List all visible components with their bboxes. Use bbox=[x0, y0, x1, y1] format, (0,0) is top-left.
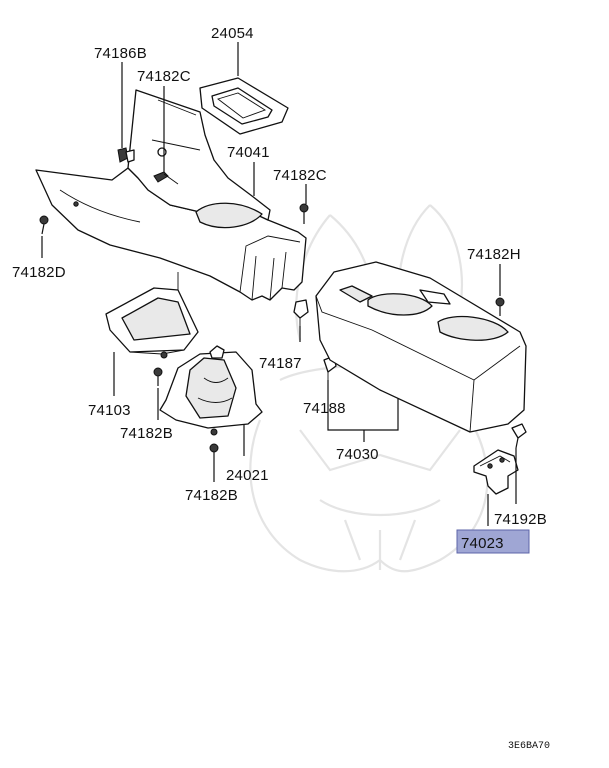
figure-code: 3E6BA70 bbox=[508, 741, 550, 752]
part-74182B-screw-bottom bbox=[209, 443, 219, 462]
part-74182B-screw-left bbox=[153, 367, 163, 386]
label-74041: 74041 bbox=[227, 144, 270, 161]
label-74182B-bottom: 74182B bbox=[185, 487, 238, 504]
label-74192B: 74192B bbox=[494, 511, 547, 528]
part-labels: 24054 74186B 74182C 74041 74182C 74182D … bbox=[12, 25, 550, 752]
part-74182C-screw-right bbox=[299, 203, 309, 224]
part-74187-clip bbox=[293, 299, 309, 326]
part-24021-shift-boot bbox=[159, 345, 263, 436]
part-74030-rear-console bbox=[315, 261, 527, 433]
part-74192B-bolt bbox=[511, 423, 527, 449]
part-74182H-screw bbox=[495, 297, 505, 316]
part-74023-bracket bbox=[473, 449, 519, 495]
part-74186B-clip bbox=[117, 147, 135, 163]
part-74103-tray bbox=[105, 272, 199, 359]
label-24021: 24021 bbox=[226, 467, 269, 484]
label-74182H: 74182H bbox=[467, 246, 521, 263]
label-74182C-top: 74182C bbox=[137, 68, 191, 85]
part-24054-bezel bbox=[199, 77, 289, 135]
label-74182B-left: 74182B bbox=[120, 425, 173, 442]
highlight-box-74023 bbox=[456, 529, 530, 554]
label-74103: 74103 bbox=[88, 402, 131, 419]
label-74187: 74187 bbox=[259, 355, 302, 372]
label-74186B: 74186B bbox=[94, 45, 147, 62]
part-74182C-screw-top bbox=[153, 171, 179, 185]
label-74023: 74023 bbox=[461, 535, 504, 552]
label-74182D: 74182D bbox=[12, 264, 66, 281]
label-74182C-right: 74182C bbox=[273, 167, 327, 184]
part-74182D-screw bbox=[39, 215, 49, 235]
label-74030: 74030 bbox=[336, 446, 379, 463]
leader-lines bbox=[41, 42, 517, 526]
label-24054: 24054 bbox=[211, 25, 254, 42]
label-74188: 74188 bbox=[303, 400, 346, 417]
